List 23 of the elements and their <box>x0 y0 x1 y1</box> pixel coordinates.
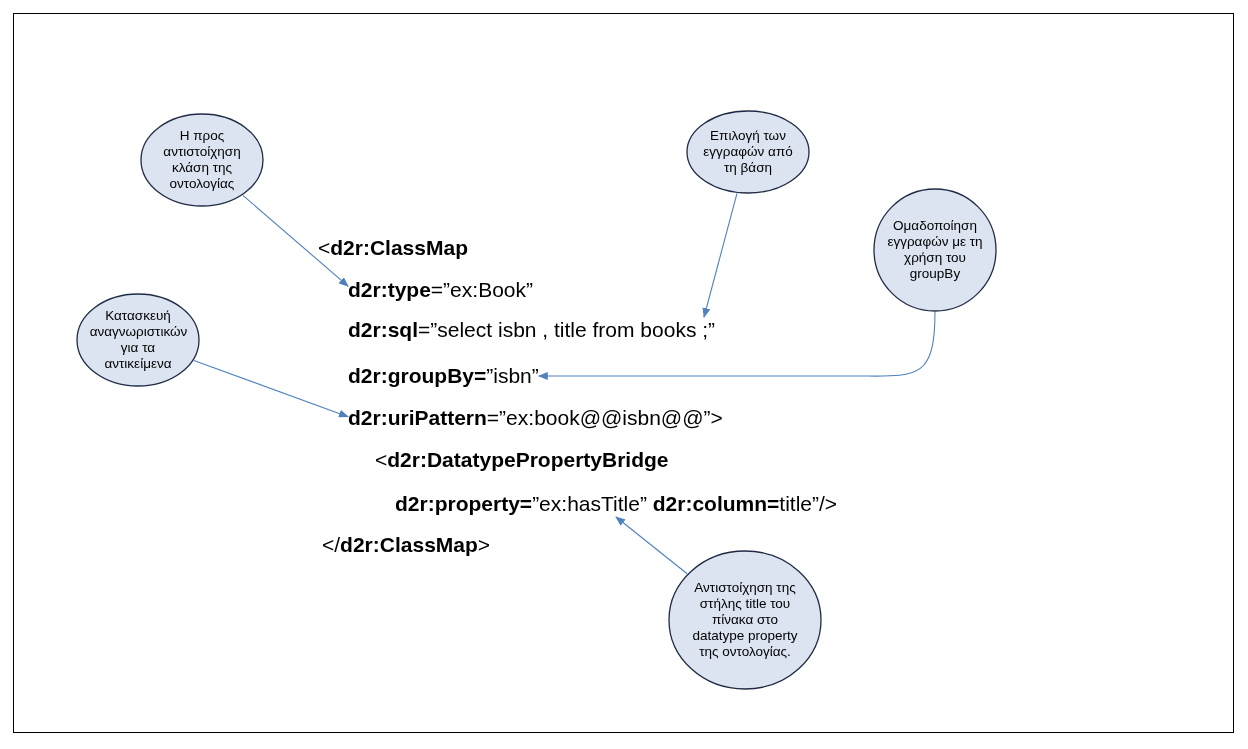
arrow <box>193 359 349 418</box>
note-text: Η προς αντιστοίχηση κλάση της οντολογίας <box>162 127 242 193</box>
note-text: Επιλογή των εγγραφών από τη βάση <box>702 127 794 177</box>
code-line: d2r:property=”ex:hasTitle” d2r:column=title”/> <box>395 491 838 517</box>
note-ellipse <box>668 550 822 690</box>
code-line: <d2r:ClassMap <box>318 235 468 261</box>
note-ellipse <box>686 110 810 194</box>
arrow <box>537 311 936 380</box>
code-line: d2r:type=”ex:Book” <box>348 277 533 303</box>
note-text: Ομαδοποίηση εγγραφών με τη χρήση του groupBy <box>886 217 984 283</box>
note-text: Κατασκευή αναγνωριστικών για τα αντικείμενα <box>89 307 187 373</box>
note-ellipse <box>76 293 200 387</box>
arrow <box>615 516 688 575</box>
arrow <box>242 194 349 287</box>
code-line: d2r:uriPattern=”ex:book@@isbn@@”> <box>348 405 723 431</box>
note-text: Αντιστοίχηση της στήλης title του πίνακα στο datatype property της οντολογίας. <box>691 579 799 661</box>
arrow <box>702 192 738 318</box>
code-line: d2r:sql=”select isbn , title from books ;” <box>348 317 716 343</box>
note-ellipse <box>140 113 264 207</box>
code-line: </d2r:ClassMap> <box>322 532 491 558</box>
code-line: <d2r:DatatypePropertyBridge <box>375 447 669 473</box>
note-ellipse <box>873 188 997 312</box>
code-line: d2r:groupBy=”isbn” <box>348 363 539 389</box>
